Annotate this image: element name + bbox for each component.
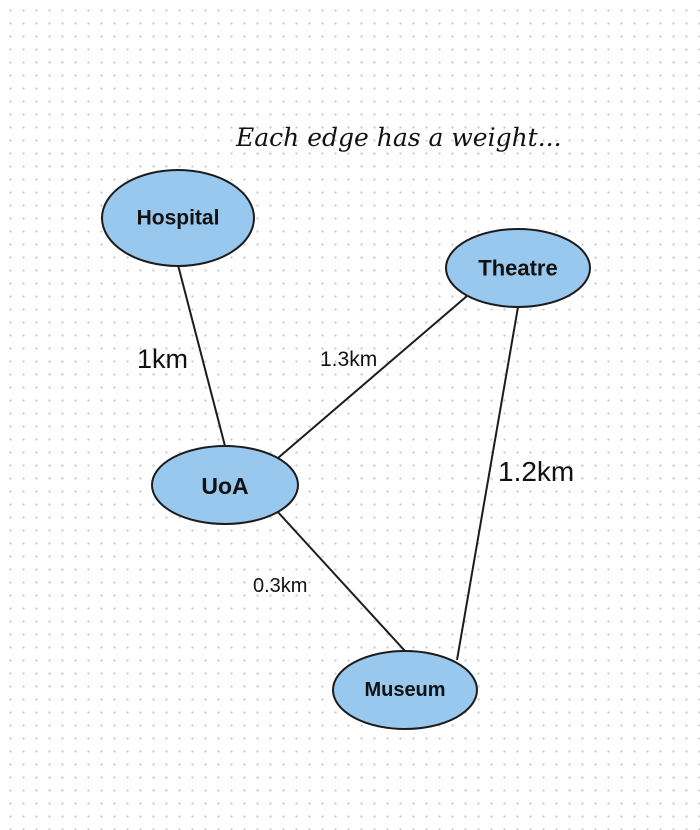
node-label: Museum <box>364 679 445 701</box>
node-label: Theatre <box>478 256 557 281</box>
node-ellipse <box>445 228 591 308</box>
edge-weight-label: 0.3km <box>253 575 307 597</box>
node-uoa: UoA <box>151 445 299 525</box>
edge-uoa-museum <box>275 509 406 652</box>
edges-group <box>177 264 519 661</box>
node-label: Hospital <box>137 207 220 230</box>
node-ellipse <box>101 169 255 267</box>
node-ellipse <box>151 445 299 525</box>
edge-theatre-uoa <box>277 295 468 459</box>
edge-weight-label: 1.2km <box>498 456 574 487</box>
edge-theatre-museum <box>456 306 519 661</box>
edge-hospital-uoa <box>177 264 226 447</box>
diagram-caption: Each edge has a weight... <box>235 123 562 152</box>
node-museum: Museum <box>332 650 478 730</box>
node-label: UoA <box>201 473 248 499</box>
node-ellipse <box>332 650 478 730</box>
edge-weight-label: 1.3km <box>320 348 377 371</box>
edge-weight-label: 1km <box>137 344 188 374</box>
edge-weights-group: 1km 1.3km 1.2km 0.3km <box>137 344 574 597</box>
node-hospital: Hospital <box>101 169 255 267</box>
node-theatre: Theatre <box>445 228 591 308</box>
